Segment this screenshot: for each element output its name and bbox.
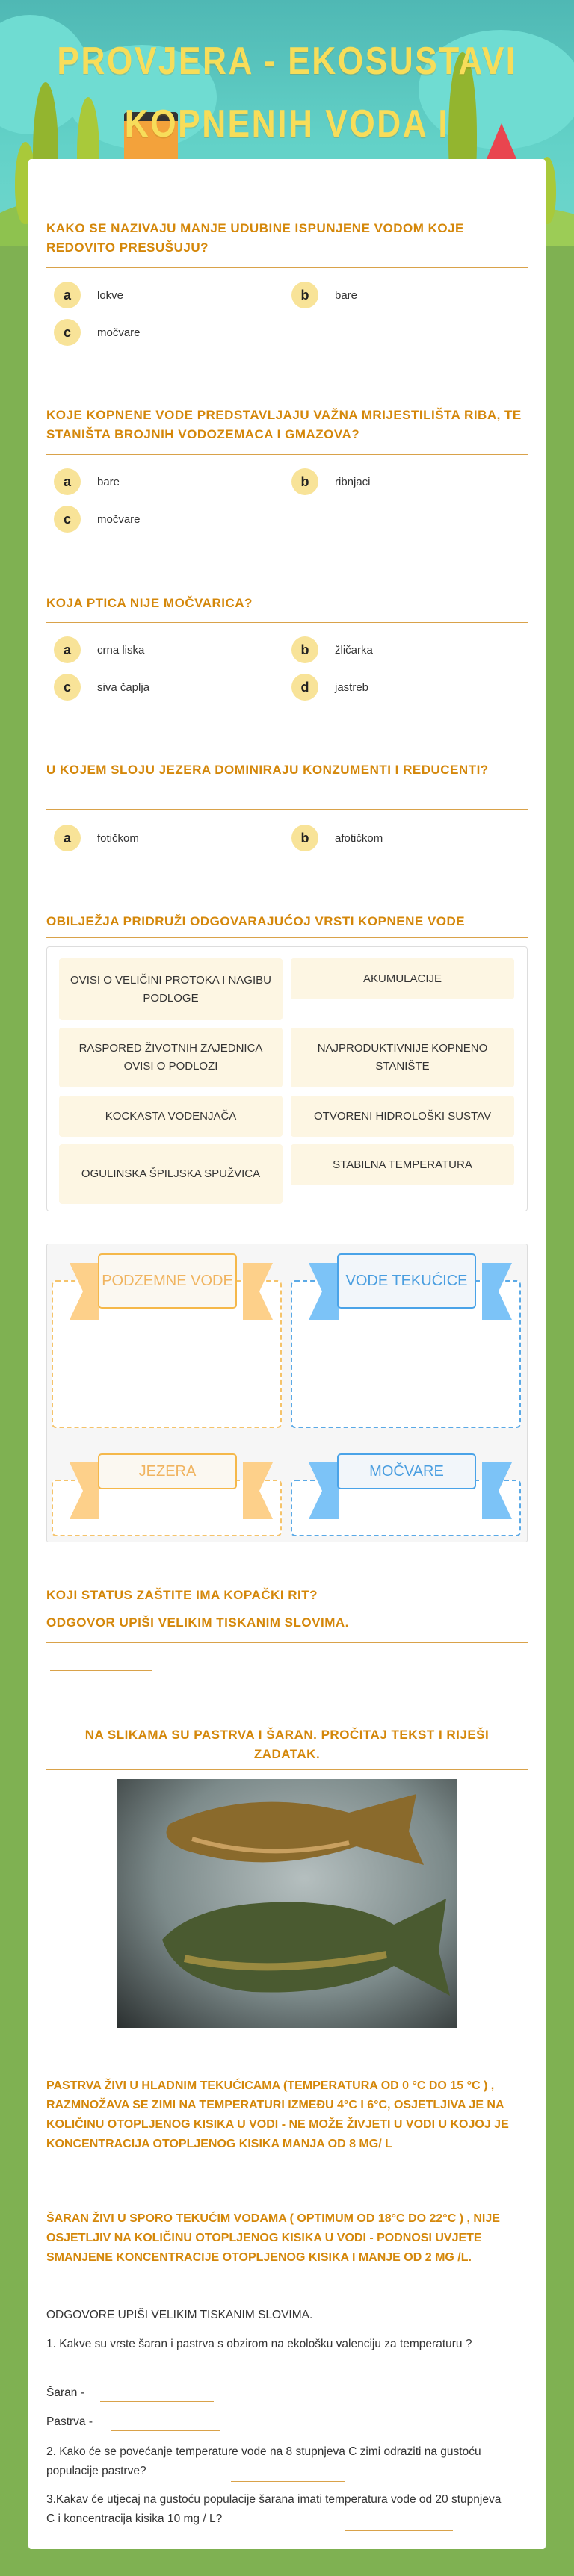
option-label: jastreb	[335, 680, 369, 694]
question-title: Na slikama su pastrva i šaran. Pročitaj …	[84, 1728, 490, 1761]
option-b[interactable]: b bare	[291, 282, 357, 308]
category-label: MOČVARE	[337, 1453, 476, 1489]
draggable-item[interactable]: Raspored životnih zajednica ovisi o podl…	[59, 1028, 283, 1087]
option-a[interactable]: a crna liska	[54, 636, 144, 663]
instruction-text: ODGOVORE UPIŠI VELIKIM TISKANIM SLOVIMA.	[46, 2309, 313, 2321]
option-letter: a	[54, 825, 81, 851]
option-label: crna liska	[97, 643, 145, 657]
option-letter: b	[291, 468, 318, 495]
option-label: ribnjaci	[335, 475, 371, 488]
option-letter: b	[291, 825, 318, 851]
option-a[interactable]: a fotičkom	[54, 825, 139, 851]
divider	[46, 454, 528, 455]
option-label: afotičkom	[335, 831, 383, 845]
draggable-items-area: Ovisi o veličini protoka i nagibu podlog…	[46, 946, 528, 1211]
option-c[interactable]: c siva čaplja	[54, 674, 149, 701]
question-title: Obilježja pridruži odgovarajućoj vrsti k…	[46, 914, 466, 928]
divider	[46, 1642, 528, 1643]
option-c[interactable]: c močvare	[54, 506, 141, 533]
option-label: siva čaplja	[97, 680, 150, 694]
draggable-item[interactable]: Ogulinska špiljska spužvica	[59, 1144, 283, 1204]
category-drop-area: PODZEMNE VODE VODE TEKUĆICE JEZERA MOČVA…	[46, 1244, 528, 1542]
option-b[interactable]: b žličarka	[291, 636, 373, 663]
option-b[interactable]: b ribnjaci	[291, 468, 371, 495]
task-2: 2. Kako će se povećanje temperature vode…	[46, 2445, 481, 2477]
task-2-input[interactable]	[231, 2481, 345, 2482]
carp-description: Šaran živi u sporo tekućim vodama ( opti…	[46, 2212, 500, 2264]
task-1: 1. Kakve su vrste šaran i pastrva s obzi…	[46, 2338, 472, 2350]
option-letter: c	[54, 319, 81, 346]
option-letter: a	[54, 282, 81, 308]
draggable-item[interactable]: Kockasta vodenjača	[59, 1096, 283, 1137]
divider	[46, 809, 528, 810]
option-letter: a	[54, 468, 81, 495]
draggable-item[interactable]: Akumulacije	[291, 958, 514, 999]
draggable-item[interactable]: Najproduktivnije kopneno stanište	[291, 1028, 514, 1087]
option-label: fotičkom	[97, 831, 139, 845]
draggable-item[interactable]: Ovisi o veličini protoka i nagibu podlog…	[59, 958, 283, 1020]
option-letter: b	[291, 282, 318, 308]
option-label: žličarka	[335, 643, 373, 657]
option-label: bare	[97, 475, 120, 488]
fish-photo	[117, 1779, 457, 2028]
task-3: 3.Kakav će utjecaj na gustoću populacije…	[46, 2493, 502, 2525]
category-label: JEZERA	[98, 1453, 237, 1489]
category-label: PODZEMNE VODE	[98, 1253, 237, 1309]
quiz-card: Kako se nazivaju manje udubine ispunjene…	[28, 159, 546, 2549]
option-letter: d	[291, 674, 318, 701]
option-letter: a	[54, 636, 81, 663]
option-a[interactable]: a lokve	[54, 282, 123, 308]
trout-description: Pastrva živi u hladnim tekućicama (tempe…	[46, 2079, 509, 2150]
pastrva-input[interactable]	[111, 2430, 220, 2431]
option-letter: c	[54, 674, 81, 701]
draggable-item[interactable]: Stabilna temperatura	[291, 1144, 514, 1185]
option-d[interactable]: d jastreb	[291, 674, 368, 701]
question-title: Koji status zaštite ima Kopački rit?	[46, 1588, 318, 1602]
saran-label: Šaran -	[46, 2386, 84, 2399]
draggable-item[interactable]: Otvoreni hidrološki sustav	[291, 1096, 514, 1137]
divider	[46, 267, 528, 268]
question-title: Koja ptica nije močvarica?	[46, 596, 253, 610]
task-3-input[interactable]	[345, 2530, 453, 2531]
divider	[46, 622, 528, 623]
option-label: bare	[335, 288, 358, 302]
question-title: Kako se nazivaju manje udubine ispunjene…	[46, 221, 464, 255]
question-title: U kojem sloju jezera dominiraju konzumen…	[46, 763, 489, 777]
question-title: Koje kopnene vode predstavljaju važna mr…	[46, 408, 522, 441]
saran-input[interactable]	[100, 2401, 214, 2402]
answer-input[interactable]	[50, 1653, 152, 1671]
question-subtitle: Odgovor upiši velikim tiskanim slovima.	[46, 1616, 349, 1630]
option-c[interactable]: c močvare	[54, 319, 141, 346]
option-letter: c	[54, 506, 81, 533]
option-b[interactable]: b afotičkom	[291, 825, 383, 851]
category-label: VODE TEKUĆICE	[337, 1253, 476, 1309]
divider	[46, 1769, 528, 1770]
option-label: močvare	[97, 326, 141, 339]
pastrva-label: Pastrva -	[46, 2415, 93, 2428]
option-letter: b	[291, 636, 318, 663]
divider	[46, 937, 528, 938]
option-label: lokve	[97, 288, 124, 302]
option-a[interactable]: a bare	[54, 468, 120, 495]
option-label: močvare	[97, 512, 141, 526]
trout-and-carp-image	[162, 1794, 450, 1996]
